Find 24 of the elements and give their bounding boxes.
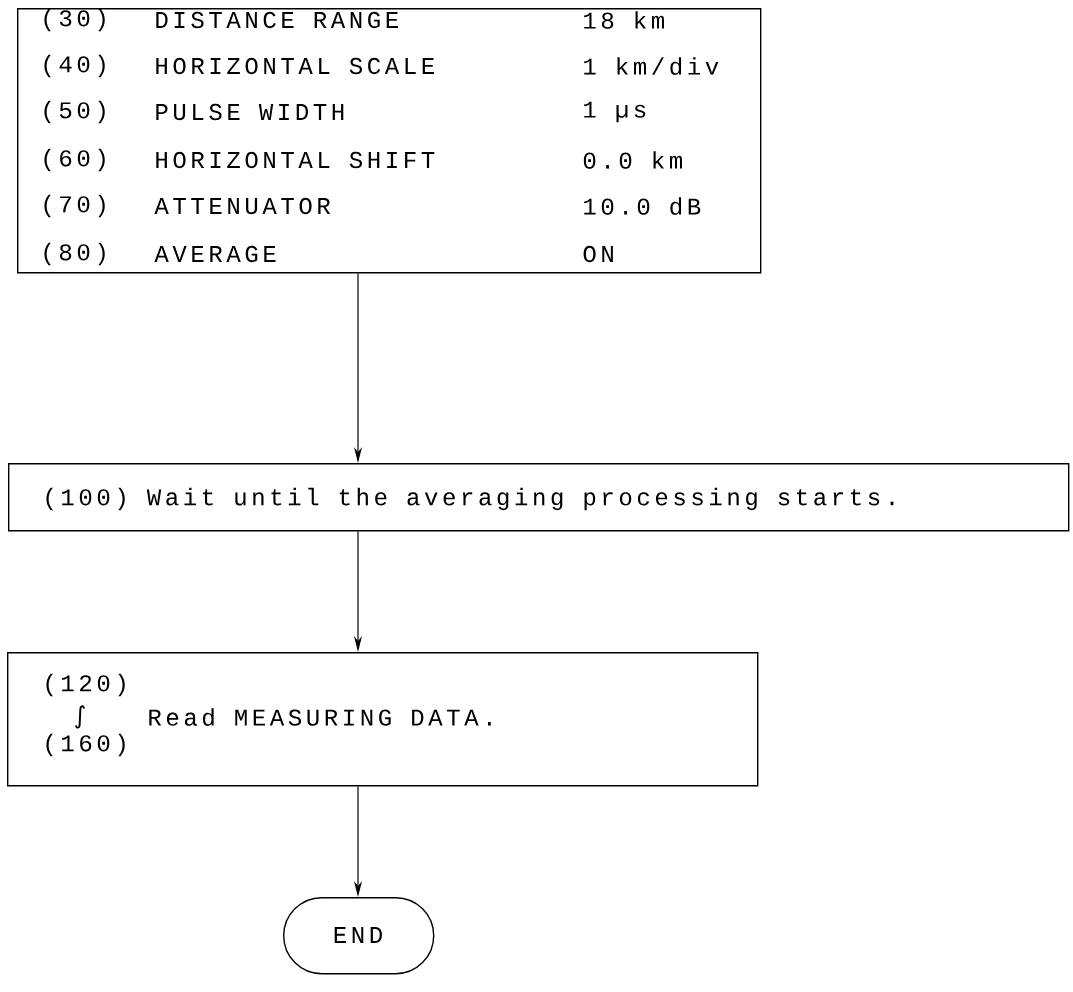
step-text: (60): [44, 148, 105, 172]
step-text: (160): [46, 733, 125, 757]
step-text: HORIZONTAL SHIFT: [156, 151, 435, 169]
step-text: END: [334, 927, 382, 943]
step-text: AVERAGE: [154, 245, 276, 263]
step-text: ATTENUATOR: [154, 197, 331, 215]
step-text: 18 km: [584, 11, 664, 29]
step-text: 10.0 dB: [584, 197, 701, 215]
step-text: DISTANCE RANGE: [156, 11, 398, 29]
step-text: (80): [44, 242, 105, 266]
step-text: (30): [44, 8, 105, 32]
step-text: (100) Wait until the averaging processing starts.: [46, 487, 894, 511]
step-text: 1 km/div: [584, 57, 719, 75]
step-text: (50): [44, 100, 105, 124]
step-text: (70): [44, 194, 105, 218]
step-text: 0.0 km: [583, 151, 682, 169]
step-text: (120): [46, 673, 125, 697]
step-text: Read MEASURING DATA.: [149, 708, 491, 726]
step-text: PULSE WIDTH: [156, 103, 344, 121]
step-text: ∫: [75, 705, 85, 729]
step-text: ON: [583, 245, 613, 263]
step-text: (40): [44, 54, 105, 78]
step-text: 1 µs: [584, 101, 646, 123]
step-text: HORIZONTAL SCALE: [156, 57, 434, 75]
